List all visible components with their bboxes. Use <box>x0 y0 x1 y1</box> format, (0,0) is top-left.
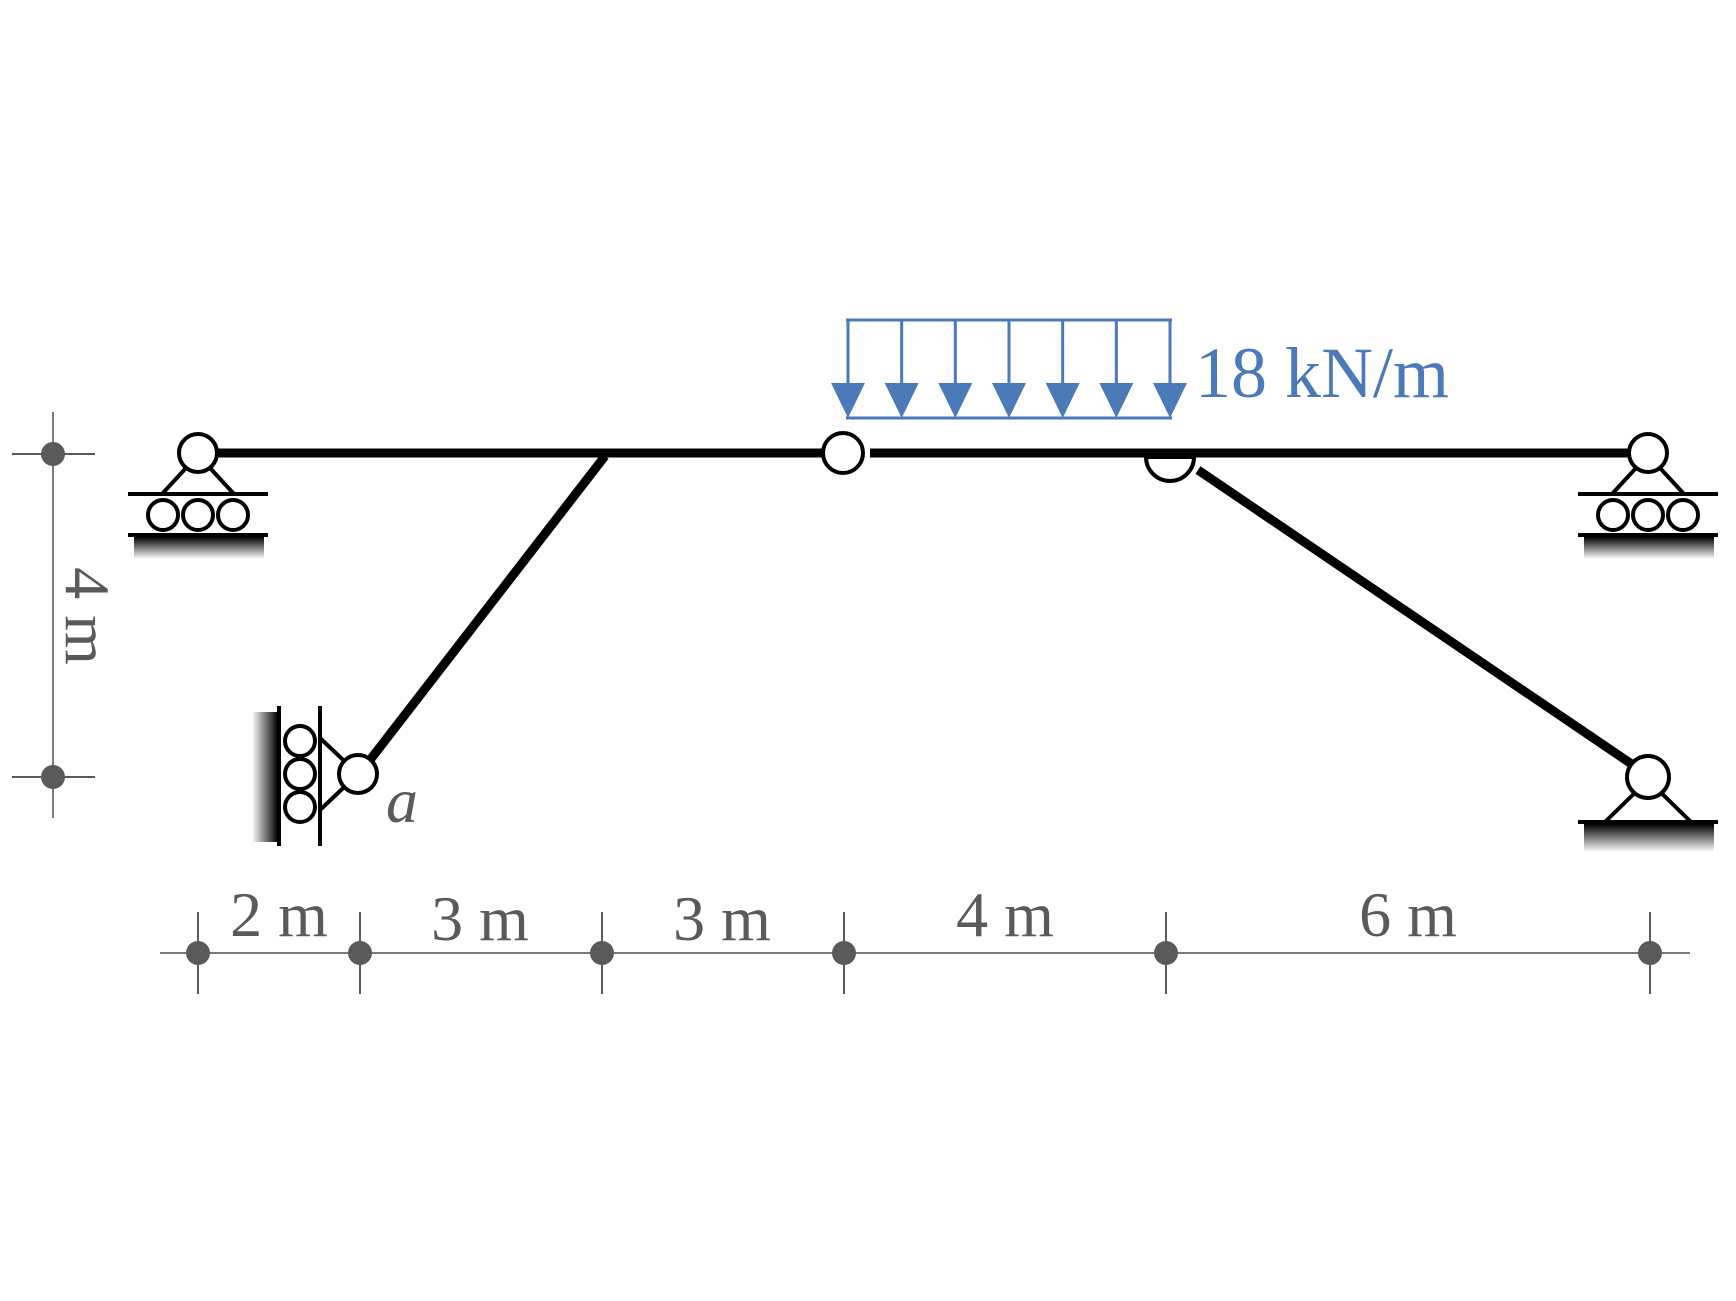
right-inclined-strut <box>1195 466 1636 769</box>
roller-wheel <box>283 757 317 791</box>
load-label: 18 kN/m <box>1195 333 1449 413</box>
hinge-joint <box>1627 432 1669 474</box>
span-label-1: 2 m <box>230 879 328 950</box>
load-arrowhead <box>1099 383 1134 418</box>
load-arrows <box>831 320 1187 418</box>
ground-hatch <box>1584 824 1714 852</box>
roller-wheel <box>1596 498 1630 532</box>
dimension-dot <box>1154 941 1178 965</box>
internal-hinge <box>821 431 865 475</box>
height-dimension-label: 4 m <box>52 567 123 665</box>
span-label-3: 3 m <box>673 883 771 954</box>
half-hinge-joint <box>1143 455 1197 483</box>
wall-hatch <box>252 712 278 842</box>
dimension-dot <box>41 442 65 466</box>
span-label-4: 4 m <box>956 879 1054 950</box>
roller-wheel <box>1666 498 1700 532</box>
dimension-dot <box>348 941 372 965</box>
dimension-dot <box>186 941 210 965</box>
distributed-load: 18 kN/m <box>831 318 1449 420</box>
node-a-hinge <box>337 753 379 795</box>
span-label-2: 3 m <box>431 883 529 954</box>
right-pin-support <box>1578 754 1718 852</box>
ground-hatch <box>1584 537 1714 559</box>
roller-wheel <box>283 790 317 824</box>
ground-hatch <box>134 537 264 559</box>
load-arrowhead <box>1045 383 1080 418</box>
node-label-a: a <box>386 765 418 836</box>
dimension-dots <box>186 941 1662 965</box>
hinge-joint <box>177 432 219 474</box>
dimension-dot <box>832 941 856 965</box>
horizontal-dimension: 2 m 3 m 3 m 4 m 6 m <box>160 879 1690 994</box>
load-arrowhead <box>992 383 1026 418</box>
right-roller-support <box>1578 432 1718 559</box>
load-arrowhead <box>938 383 973 418</box>
span-label-5: 6 m <box>1359 879 1457 950</box>
left-inclined-strut <box>366 453 609 763</box>
dimension-dot <box>1638 941 1662 965</box>
roller-wheel <box>181 498 215 532</box>
load-arrowhead <box>831 383 865 418</box>
roller-wheel <box>283 724 317 758</box>
roller-wheel <box>1631 498 1665 532</box>
dimension-dot <box>590 941 614 965</box>
roller-wheel <box>216 498 250 532</box>
left-wall-roller-support: a <box>252 706 418 846</box>
load-arrowhead <box>884 383 919 418</box>
dimension-dot <box>41 765 65 789</box>
frame-members <box>198 448 1636 769</box>
load-arrowhead <box>1153 383 1187 418</box>
left-roller-support <box>128 432 268 559</box>
vertical-dimension: 4 m <box>12 412 123 818</box>
hinge-joint <box>1625 754 1671 800</box>
roller-wheel <box>146 498 180 532</box>
